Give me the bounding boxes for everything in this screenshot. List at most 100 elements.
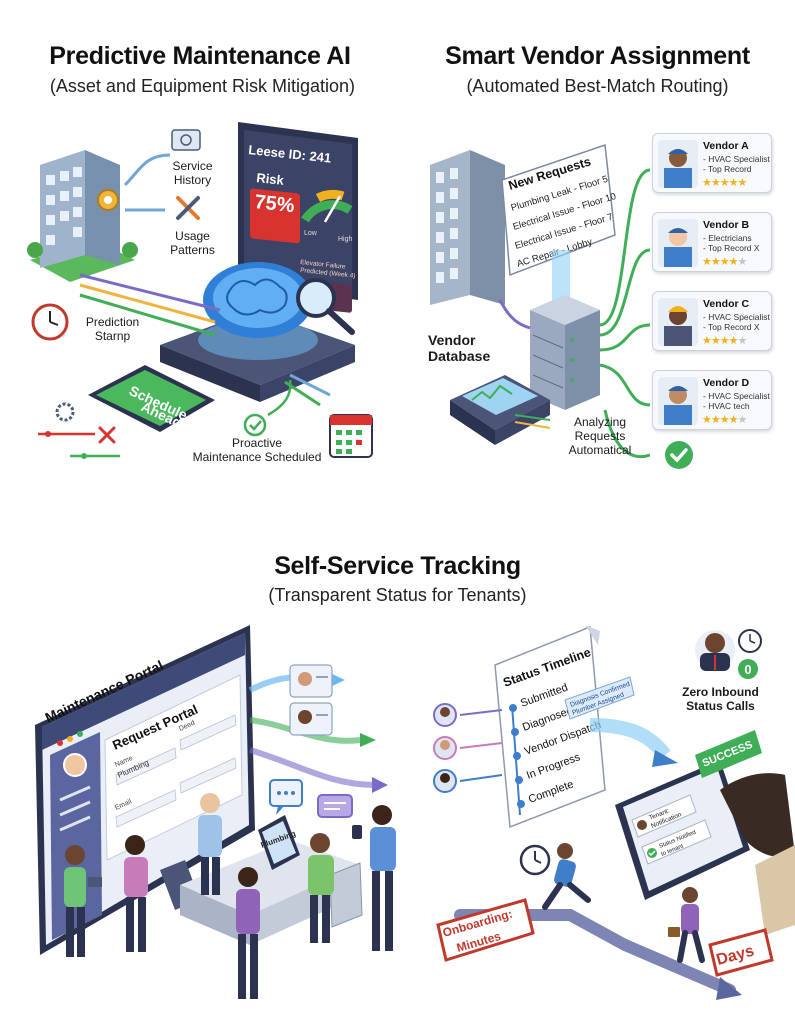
- person: [352, 805, 396, 951]
- vendor-name: Vendor D: [703, 377, 750, 389]
- star-icon: ★: [702, 414, 712, 426]
- user-avatar: [433, 703, 457, 727]
- vendor-card-c[interactable]: Vendor C - HVAC Specialist - Top Record …: [652, 291, 772, 351]
- vendor-detail: - Electricians: [703, 233, 752, 243]
- vendor-rating: ★★★★★: [702, 255, 748, 268]
- star-icon: ★: [702, 177, 712, 189]
- manager-avatar: [695, 630, 735, 671]
- gear-icon: [55, 402, 75, 422]
- running-person: [542, 843, 591, 910]
- vendor-card-d[interactable]: Vendor D - HVAC Specialist - HVAC tech ★…: [652, 370, 772, 430]
- days-sign: Days: [708, 928, 774, 977]
- walking-person: [668, 887, 705, 963]
- star-icon: ★: [737, 256, 748, 268]
- star-icon: ★: [728, 256, 739, 268]
- person: [198, 793, 222, 895]
- star-icon: ★: [728, 177, 739, 189]
- svg-text:Elevator Failure: Elevator Failure: [300, 259, 346, 271]
- vendor-rating: ★★★★★: [702, 334, 748, 347]
- user-card: [289, 664, 333, 698]
- maintenance-portal-illustration: Maintenance Portal Request Portal Name P…: [35, 625, 396, 999]
- svg-text:High: High: [338, 236, 353, 243]
- star-icon: ★: [737, 414, 748, 426]
- vendor-assignment-illustration: New Requests Plumbing Leak - Floor 5 Ele…: [430, 143, 650, 459]
- vendor-name: Vendor B: [703, 219, 750, 231]
- person: [236, 867, 260, 999]
- vendor-card-b[interactable]: Vendor B - Electricians - Top Record X ★…: [652, 212, 772, 272]
- star-icon: ★: [710, 177, 721, 189]
- magnifier-icon: [296, 278, 336, 318]
- tablet-device: Tenant: Notification Status Notified to …: [615, 760, 750, 900]
- vendor-name: Vendor A: [703, 140, 749, 152]
- server-rack-icon: [530, 295, 600, 410]
- vendor-avatar: [658, 377, 698, 425]
- vendor-avatar: [658, 298, 698, 346]
- svg-text:Risk: Risk: [256, 170, 286, 188]
- building-icon: [27, 150, 138, 282]
- person: [308, 833, 334, 943]
- star-icon: ★: [702, 335, 712, 347]
- star-icon: ★: [710, 335, 721, 347]
- person: [64, 845, 102, 957]
- vendor-rating: ★★★★★: [702, 413, 748, 426]
- server-icon: [171, 129, 201, 151]
- panel3-subtitle: (Transparent Status for Tenants): [268, 585, 527, 605]
- vendor-name: Vendor C: [703, 298, 750, 310]
- user-avatar: [433, 736, 457, 760]
- panel2-subtitle: (Automated Best-Match Routing): [466, 76, 729, 96]
- vendor-card-a[interactable]: Vendor A - HVAC Specialist - Top Record …: [652, 133, 772, 193]
- panel2-title: Smart Vendor Assignment: [445, 42, 750, 70]
- svg-text:0: 0: [744, 662, 751, 677]
- onboarding-sign: Onboarding: Minutes: [436, 898, 535, 962]
- star-icon: ★: [719, 335, 730, 347]
- star-icon: ★: [719, 414, 730, 426]
- calendar-icon: [329, 414, 373, 458]
- star-icon: ★: [728, 335, 739, 347]
- star-icon: ★: [710, 256, 721, 268]
- star-icon: ★: [719, 256, 730, 268]
- predictive-maintenance-illustration: Leese ID: 241 Risk 75% Low High Elevator…: [27, 122, 373, 459]
- clock-icon: [31, 303, 69, 341]
- vendor-detail: - Top Record: [703, 164, 752, 174]
- star-icon: ★: [719, 177, 730, 189]
- vendor-detail: - HVAC Specialist: [703, 391, 770, 401]
- zero-badge: [738, 659, 758, 679]
- check-icon: [243, 413, 267, 437]
- star-icon: ★: [710, 414, 721, 426]
- vendor-detail: - Top Record X: [703, 322, 760, 332]
- building-icon: [430, 150, 505, 305]
- svg-text:75%: 75%: [253, 191, 295, 217]
- star-icon: ★: [702, 256, 712, 268]
- vendor-detail: - HVAC tech: [703, 401, 750, 411]
- star-icon: ★: [728, 414, 739, 426]
- schedule-ahead-tablet: Schedule Ahead: [88, 365, 215, 432]
- risk-monitor: Leese ID: 241 Risk 75% Low High Elevator…: [238, 122, 358, 313]
- chat-bubble-icon: [269, 779, 303, 815]
- vendor-detail: - Top Record X: [703, 243, 760, 253]
- user-card: [289, 702, 333, 736]
- status-timeline-illustration: Status Timeline Submitted Diagnosed Vend…: [433, 625, 795, 1000]
- star-icon: ★: [737, 335, 748, 347]
- tools-icon: [98, 426, 116, 444]
- star-icon: ★: [737, 177, 748, 189]
- ai-brain-platform: [160, 262, 355, 402]
- vendor-rating: ★★★★★: [702, 176, 748, 189]
- vendor-avatar: [658, 219, 698, 267]
- vendor-detail: - HVAC Specialist: [703, 154, 770, 164]
- chat-bubble-icon: [317, 794, 353, 818]
- user-avatar: [433, 769, 457, 793]
- avatar: [63, 753, 87, 777]
- panel1-subtitle: (Asset and Equipment Risk Mitigation): [49, 76, 356, 96]
- person: [124, 835, 148, 952]
- panel3-title: Self-Service Tracking: [274, 552, 521, 580]
- svg-text:Low: Low: [304, 230, 318, 237]
- vendor-detail: - HVAC Specialist: [703, 312, 770, 322]
- clock-icon: [738, 629, 762, 653]
